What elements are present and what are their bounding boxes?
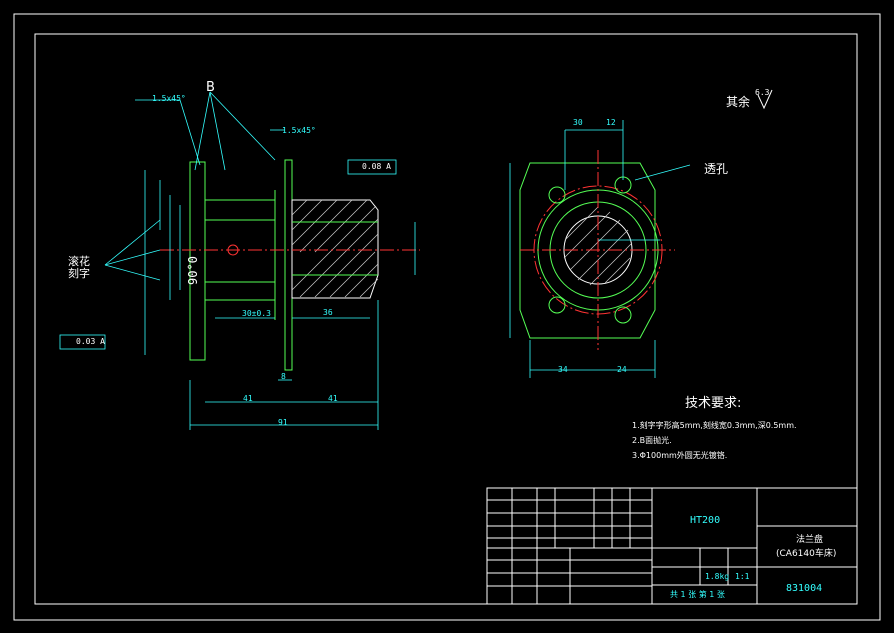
sheet-info-field: 共 1 张 第 1 张 xyxy=(670,590,725,599)
roughness-symbol-icon xyxy=(757,89,773,110)
label-chamfer-2: 1.5x45° xyxy=(282,126,316,135)
dim-8: 8 xyxy=(281,372,286,381)
section-view xyxy=(59,91,420,430)
material-field: HT200 xyxy=(690,515,721,526)
label-rest: 其余 xyxy=(726,95,751,109)
dim-36: 36 xyxy=(323,308,333,317)
scale-field: 1:1 xyxy=(735,572,750,581)
front-view xyxy=(509,120,691,378)
tech-req-3: 3.Φ100mm外圆无光镀铬. xyxy=(632,451,728,460)
dim-41-right: 41 xyxy=(328,394,338,403)
label-reamed-hole: 透孔 xyxy=(704,162,729,176)
label-B: B xyxy=(206,80,215,95)
part-sub-field: (CA6140车床) xyxy=(776,549,837,559)
label-chamfer-1: 1.5x45° xyxy=(152,94,186,103)
weight-field: 1.8kg xyxy=(705,572,730,581)
label-knurl: 滚花 刻字 xyxy=(68,255,90,280)
dim-24-bottom: 24 xyxy=(617,365,627,374)
dim-30: 30±0.3 xyxy=(242,309,271,318)
label-tolerance-1: 0.03 A xyxy=(76,337,105,346)
label-rest-value: 6.3 xyxy=(755,88,770,97)
dim-34: 34 xyxy=(558,365,568,374)
tech-req-title: 技术要求: xyxy=(685,396,742,411)
inner-border xyxy=(34,33,858,605)
tech-req-1: 1.刻字字形高5mm,刻线宽0.3mm,深0.5mm. xyxy=(632,421,797,430)
dim-12: 12 xyxy=(606,118,616,127)
drawing-number-field: 831004 xyxy=(786,583,823,594)
title-block xyxy=(486,487,858,605)
label-angle: 90°0 xyxy=(186,256,200,285)
outer-border xyxy=(13,13,881,621)
label-tolerance-2: 0.08 A xyxy=(362,162,391,171)
dim-24-top: 30 xyxy=(573,118,583,127)
dim-91: 91 xyxy=(278,418,288,427)
tech-req-2: 2.B面抛光. xyxy=(632,436,672,445)
dim-41-left: 41 xyxy=(243,394,253,403)
part-name-field: 法兰盘 xyxy=(796,535,824,545)
